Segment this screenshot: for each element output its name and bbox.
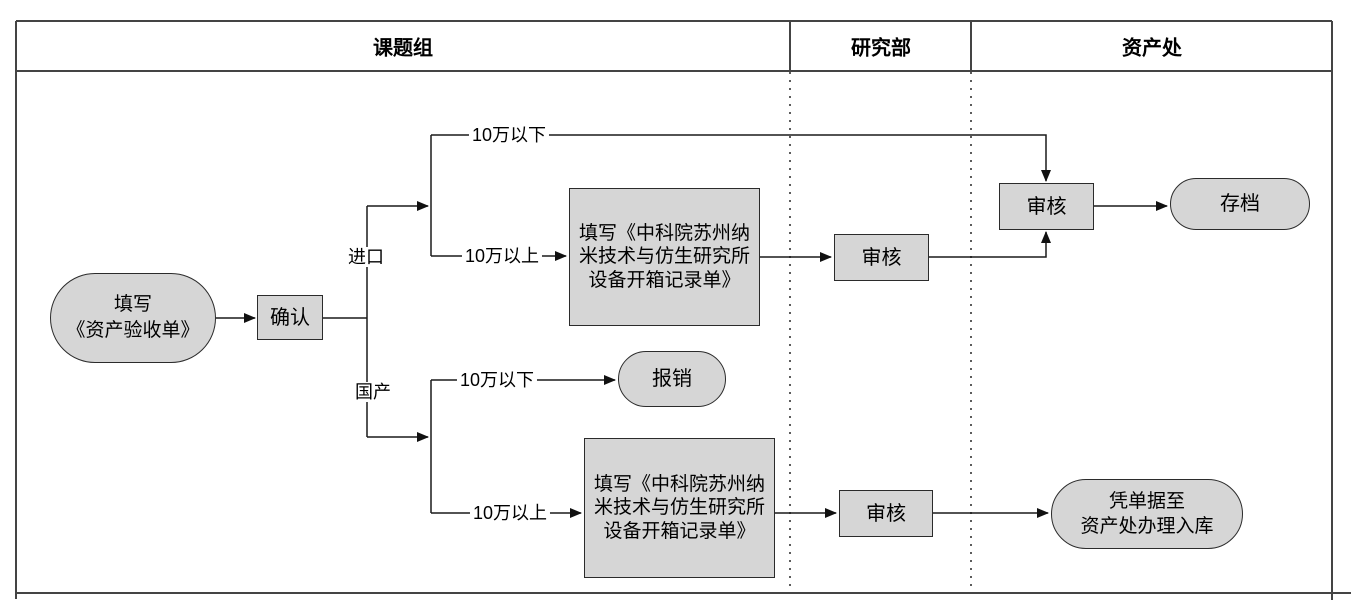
node-start-fill-acceptance-form: 填写 《资产验收单》 [50,273,216,363]
branch-label-domestic-over-100k: 10万以上 [469,503,551,523]
node-review-asset-office: 审核 [999,183,1094,230]
branch-label-domestic-under-100k: 10万以下 [456,370,538,390]
node-review-research-dept-import: 审核 [834,234,929,281]
node-reimburse: 报销 [618,351,726,407]
node-confirm: 确认 [257,295,323,340]
connector-review-dept-to-review-asset [929,231,1051,258]
branch-label-import-under-100k: 10万以下 [468,125,550,145]
branch-label-import-over-100k: 10万以上 [461,246,543,266]
node-archive: 存档 [1170,178,1310,230]
lane-header-project-group: 课题组 [373,37,433,60]
node-open-record-domestic: 填写《中科院苏州纳 米技术与仿生研究所 设备开箱记录单》 [584,438,775,578]
branch-label-import: 进口 [345,247,387,267]
node-warehouse-with-receipts: 凭单据至 资产处办理入库 [1051,479,1243,549]
lane-header-asset-office: 资产处 [1122,37,1182,60]
branch-label-domestic: 国产 [352,382,394,402]
lane-header-research-dept: 研究部 [851,37,911,60]
node-review-research-dept-domestic: 审核 [839,490,933,537]
connector-import-under100k-to-review-asset [431,134,1051,182]
node-open-record-import: 填写《中科院苏州纳 米技术与仿生研究所 设备开箱记录单》 [569,188,760,326]
